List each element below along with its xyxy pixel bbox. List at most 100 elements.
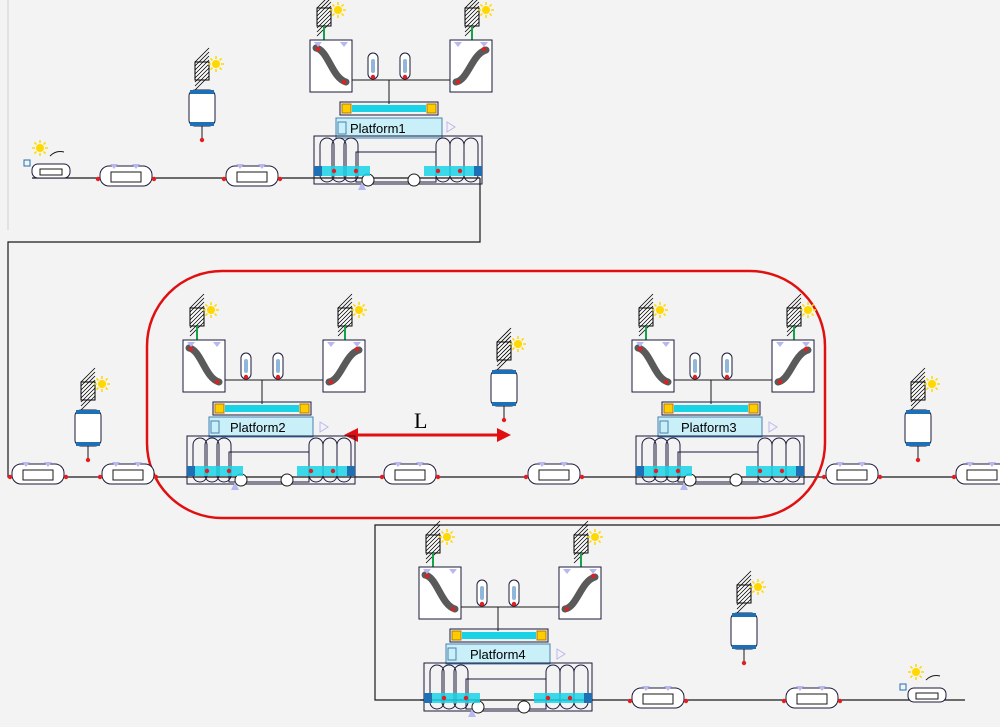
escalator-icon bbox=[449, 39, 493, 93]
distance-arrow bbox=[344, 428, 511, 442]
connector-port bbox=[781, 698, 787, 704]
connector-port bbox=[277, 176, 283, 182]
platform-label: Platform4 bbox=[470, 647, 526, 662]
flow-port-marker bbox=[776, 342, 784, 347]
platform-2[interactable]: Platform2 bbox=[208, 416, 314, 438]
flow-port-marker bbox=[187, 342, 195, 347]
flow-port-marker bbox=[236, 164, 244, 169]
platform-label-box bbox=[208, 416, 314, 438]
platform-1[interactable]: Platform1 bbox=[335, 117, 443, 139]
connector-port bbox=[479, 601, 485, 607]
connector-port bbox=[354, 346, 360, 352]
escalator-icon bbox=[309, 39, 353, 93]
section-platform-4 bbox=[418, 520, 947, 717]
highlight-region bbox=[145, 269, 827, 520]
connector-port bbox=[341, 79, 347, 85]
flow-port-marker bbox=[327, 342, 335, 347]
platform-label: Platform1 bbox=[350, 121, 406, 136]
connector-port bbox=[63, 474, 69, 480]
platform-port-square bbox=[659, 420, 669, 434]
train-car-icon bbox=[627, 686, 689, 709]
source-sun-icon bbox=[330, 2, 346, 18]
flow-port-marker bbox=[213, 342, 221, 347]
hatched-block-icon bbox=[638, 293, 668, 337]
station-vertical-access bbox=[182, 293, 367, 404]
train-car-icon bbox=[97, 462, 159, 485]
flow-port-marker bbox=[132, 164, 140, 169]
platform-block bbox=[635, 401, 805, 490]
connector-port bbox=[97, 474, 103, 480]
platform-label: Platform3 bbox=[681, 420, 737, 435]
escalator-icon bbox=[182, 339, 226, 393]
flow-port-marker bbox=[394, 462, 402, 467]
cylinder-shaft-icon bbox=[188, 47, 224, 143]
flow-port-marker bbox=[340, 42, 348, 47]
elevator-icon bbox=[476, 579, 488, 607]
platform-3[interactable]: Platform3 bbox=[657, 416, 763, 438]
connector-port bbox=[370, 74, 376, 80]
flow-port-marker bbox=[664, 686, 672, 691]
connector-port bbox=[915, 457, 921, 463]
flow-port-marker bbox=[802, 342, 810, 347]
connector-port bbox=[226, 468, 232, 474]
flow-port-marker bbox=[662, 342, 670, 347]
connector-port bbox=[637, 346, 643, 352]
connector-port bbox=[590, 573, 596, 579]
connector-port bbox=[379, 474, 385, 480]
components-layer bbox=[7, 0, 1000, 717]
source-sun-icon bbox=[478, 2, 494, 18]
platform-label-box bbox=[445, 643, 551, 665]
source-sun-icon bbox=[351, 302, 367, 318]
connector-port bbox=[675, 468, 681, 474]
connector-port bbox=[564, 606, 570, 612]
flow-port-marker bbox=[134, 462, 142, 467]
flow-port-marker bbox=[314, 42, 322, 47]
elevator-icon bbox=[508, 579, 520, 607]
flow-port-marker bbox=[858, 462, 866, 467]
source-sun-icon bbox=[924, 376, 940, 392]
hatched-block-icon bbox=[425, 520, 455, 564]
platform-block bbox=[313, 101, 483, 190]
connector-port bbox=[153, 474, 159, 480]
connector-port bbox=[7, 474, 13, 480]
cylinder-shaft-icon bbox=[904, 367, 940, 463]
train-car-icon bbox=[95, 164, 157, 187]
connector-port bbox=[683, 698, 689, 704]
flow-port-marker bbox=[258, 164, 266, 169]
station-vertical-access bbox=[631, 293, 816, 404]
connector-port bbox=[441, 695, 447, 701]
connector-port bbox=[724, 374, 730, 380]
section-platform-1 bbox=[23, 0, 494, 190]
platform-port-square bbox=[210, 420, 220, 434]
flow-port-marker bbox=[44, 462, 52, 467]
flow-port-marker bbox=[642, 686, 650, 691]
source-sun-icon bbox=[800, 302, 816, 318]
flow-port-marker bbox=[449, 569, 457, 574]
platform-port-square bbox=[337, 121, 347, 135]
connector-port bbox=[275, 374, 281, 380]
flow-port-marker bbox=[22, 462, 30, 467]
source-sun-icon bbox=[208, 56, 224, 72]
connector-port bbox=[204, 468, 210, 474]
connector-port bbox=[315, 46, 321, 52]
source-sun-icon bbox=[94, 376, 110, 392]
platform-label: Platform2 bbox=[230, 420, 286, 435]
platform-4[interactable]: Platform4 bbox=[445, 643, 551, 665]
connector-port bbox=[214, 379, 220, 385]
connector-port bbox=[653, 468, 659, 474]
train-car-icon bbox=[781, 686, 843, 709]
connector-port bbox=[435, 168, 441, 174]
flow-port-marker bbox=[796, 686, 804, 691]
connector-port bbox=[821, 474, 827, 480]
elevator-icon bbox=[721, 352, 733, 380]
connector-port bbox=[741, 660, 747, 666]
hatched-block-icon bbox=[496, 327, 526, 371]
flow-port-marker bbox=[563, 569, 571, 574]
escalator-icon bbox=[558, 566, 602, 620]
flow-port-marker bbox=[416, 462, 424, 467]
connector-port bbox=[402, 74, 408, 80]
connector-port bbox=[450, 606, 456, 612]
source-sun-icon bbox=[203, 302, 219, 318]
train-car-icon bbox=[221, 164, 283, 187]
